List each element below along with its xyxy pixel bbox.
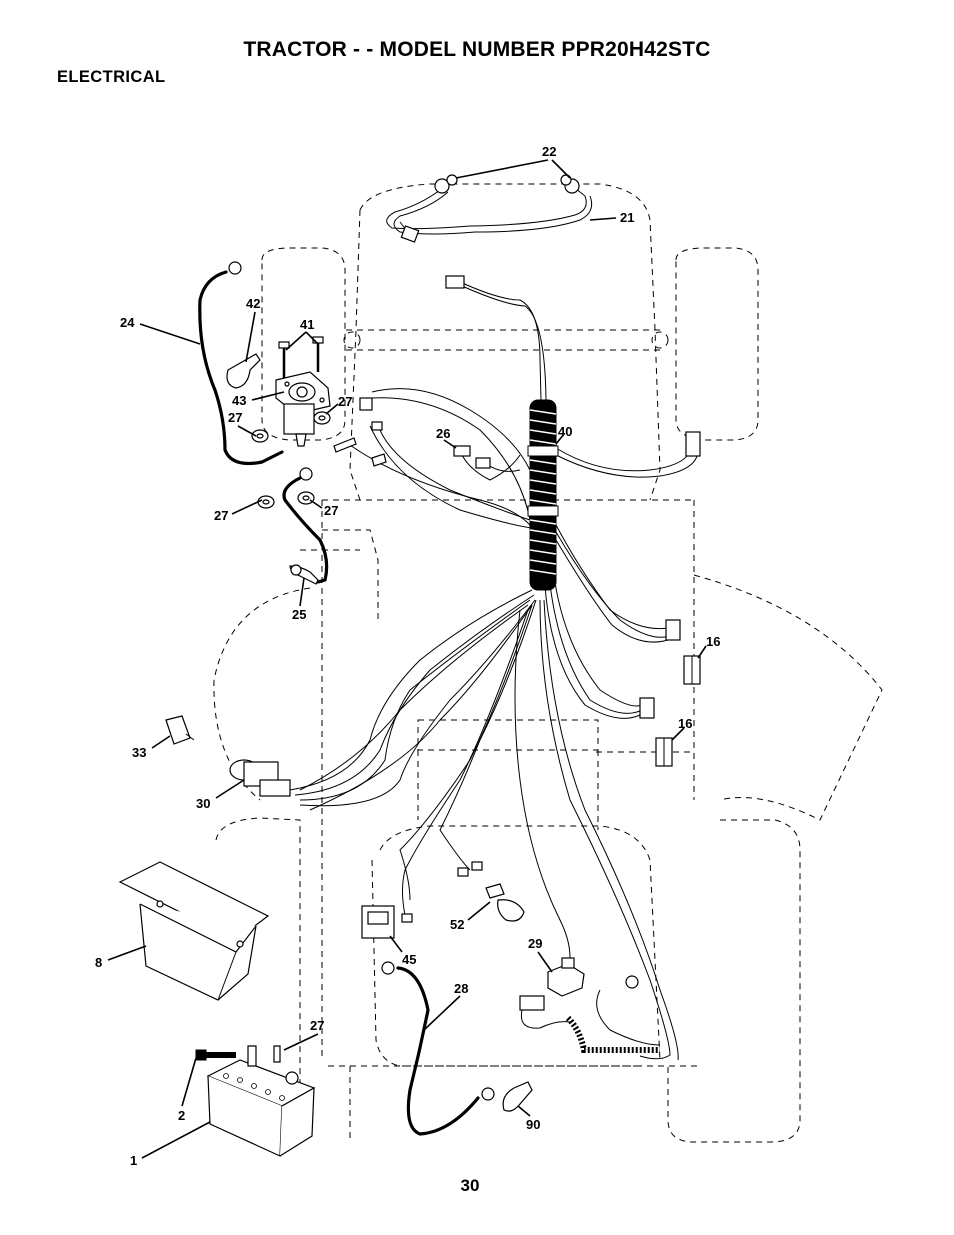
section-heading: ELECTRICAL	[57, 68, 166, 86]
main-wire-harness	[289, 275, 701, 1061]
leader-lines	[107, 159, 707, 1159]
callout-27: 27	[310, 1018, 324, 1033]
lamp-and-meter	[361, 861, 525, 939]
callout-28: 28	[454, 981, 468, 996]
solenoid-assembly	[226, 336, 387, 509]
callout-29: 29	[528, 936, 542, 951]
key-and-ignition	[165, 715, 291, 797]
battery-cables	[198, 261, 495, 1136]
battery	[195, 1045, 316, 1157]
callout-16: 16	[706, 634, 720, 649]
callout-21: 21	[620, 210, 634, 225]
callout-41: 41	[300, 317, 314, 332]
callout-43: 43	[232, 393, 246, 408]
callout-52: 52	[450, 917, 464, 932]
callout-27: 27	[214, 508, 228, 523]
callout-90: 90	[526, 1117, 540, 1132]
callout-8: 8	[95, 955, 102, 970]
callout-33: 33	[132, 745, 146, 760]
callout-30: 30	[196, 796, 210, 811]
battery-box	[118, 861, 270, 1001]
callout-27: 27	[338, 394, 352, 409]
callout-22: 22	[542, 144, 556, 159]
page-number: 30	[460, 1176, 480, 1195]
callout-42: 42	[246, 296, 260, 311]
callout-labels: 22 21 42 24 41 43 27 27 26 40 27 27 25 1…	[95, 144, 720, 1168]
callout-16: 16	[678, 716, 692, 731]
callout-24: 24	[120, 315, 135, 330]
callout-27: 27	[324, 503, 338, 518]
callout-26: 26	[436, 426, 450, 441]
callout-45: 45	[402, 952, 416, 967]
callout-40: 40	[558, 424, 572, 439]
callout-1: 1	[130, 1153, 137, 1168]
page-title: TRACTOR - - MODEL NUMBER PPR20H42STC	[243, 38, 711, 61]
callout-25: 25	[292, 607, 306, 622]
seat-switch-assembly	[502, 957, 660, 1112]
connectors	[453, 445, 701, 767]
callout-2: 2	[178, 1108, 185, 1123]
callout-27: 27	[228, 410, 242, 425]
headlight-harness	[386, 174, 593, 243]
